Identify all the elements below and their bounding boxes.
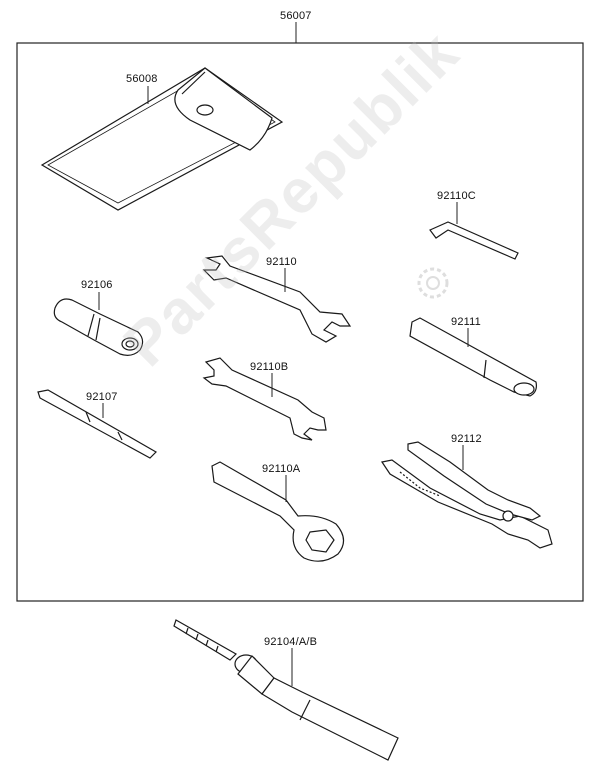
open-wrench-b: [202, 357, 327, 441]
open-wrench: [202, 255, 352, 343]
label-open-wrench-b: 92110B: [250, 361, 289, 373]
label-grease-tube: 92104/A/B: [264, 636, 318, 648]
label-pliers: 92112: [451, 433, 482, 445]
pliers: [381, 441, 553, 549]
label-hex-key: 92110C: [437, 190, 476, 202]
plug-wrench: [53, 298, 144, 356]
label-kit: 56007: [280, 10, 312, 22]
ring-wrench: [211, 461, 345, 562]
hex-key: [429, 221, 519, 260]
tool-pouch: [40, 67, 284, 211]
label-handle-bar: 92111: [451, 316, 481, 328]
handle-bar: [409, 317, 537, 397]
grease-tube: [173, 619, 399, 761]
label-open-wrench: 92110: [266, 256, 297, 268]
screwdriver: [37, 389, 157, 459]
kit-frame: [16, 42, 584, 602]
label-screwdriver: 92107: [86, 391, 118, 403]
label-pouch: 56008: [126, 73, 158, 85]
label-ring-wrench: 92110A: [262, 463, 301, 475]
label-plug-wrench: 92106: [81, 279, 113, 291]
